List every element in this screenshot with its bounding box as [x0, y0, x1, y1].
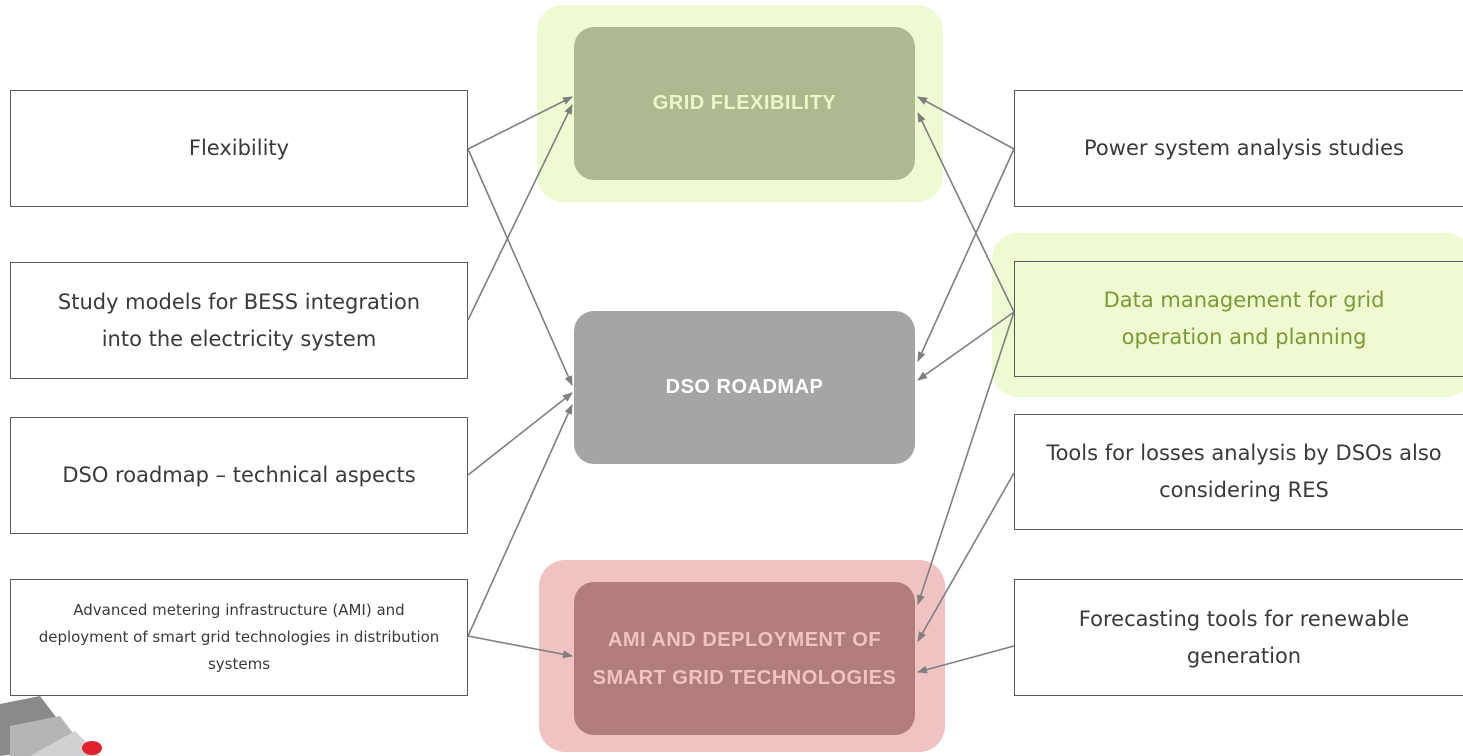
arrow-data-management-to-ami-hub: [917, 311, 1015, 605]
topic-data-management: Data management for grid operation and p…: [1014, 261, 1463, 377]
dso-roadmap-hub: DSO ROADMAP: [574, 311, 915, 464]
arrow-bess-to-grid-flexibility: [467, 104, 573, 321]
topic-label: Tools for losses analysis by DSOs also c…: [1046, 441, 1442, 502]
arrow-data-management-to-grid-flexibility: [917, 112, 1015, 313]
topic-losses-analysis: Tools for losses analysis by DSOs also c…: [1014, 414, 1463, 530]
topic-label: Advanced metering infrastructure (AMI) a…: [38, 601, 440, 673]
arrow-power-system-to-grid-flexibility: [917, 96, 1015, 150]
arrow-data-management-to-dso-roadmap: [917, 311, 1015, 381]
topic-label: DSO roadmap – technical aspects: [62, 463, 416, 487]
topic-dso-roadmap: DSO roadmap – technical aspects: [10, 417, 468, 534]
topic-label: Data management for grid operation and p…: [1103, 288, 1385, 349]
decorative-corner-graphic: [0, 696, 102, 756]
topic-forecasting-tools: Forecasting tools for renewable generati…: [1014, 579, 1463, 696]
arrow-flexibility-to-grid-flexibility: [467, 96, 573, 150]
arrow-forecasting-to-ami-hub: [917, 645, 1015, 674]
topic-power-system-analysis: Power system analysis studies: [1014, 90, 1463, 207]
topic-label: Power system analysis studies: [1084, 136, 1404, 160]
arrow-flexibility-to-dso-roadmap: [467, 148, 573, 386]
ami-deployment-hub: AMI AND DEPLOYMENT OF SMART GRID TECHNOL…: [574, 582, 915, 735]
grid-flexibility-hub: GRID FLEXIBILITY: [574, 27, 915, 180]
topic-bess-integration: Study models for BESS integration into t…: [10, 262, 468, 379]
arrow-ami-to-ami-hub: [467, 635, 573, 659]
topic-label: Flexibility: [188, 136, 290, 160]
topic-ami: Advanced metering infrastructure (AMI) a…: [10, 579, 468, 696]
arrow-dso-roadmap-to-dso-roadmap: [467, 392, 573, 476]
arrow-losses-to-ami-hub: [917, 472, 1015, 642]
topic-label: Forecasting tools for renewable generati…: [1078, 606, 1410, 668]
topic-label: Study models for BESS integration into t…: [57, 289, 421, 351]
arrow-ami-to-dso-roadmap: [467, 404, 573, 637]
arrow-power-system-to-dso-roadmap: [917, 148, 1015, 362]
topic-flexibility: Flexibility: [10, 90, 468, 207]
